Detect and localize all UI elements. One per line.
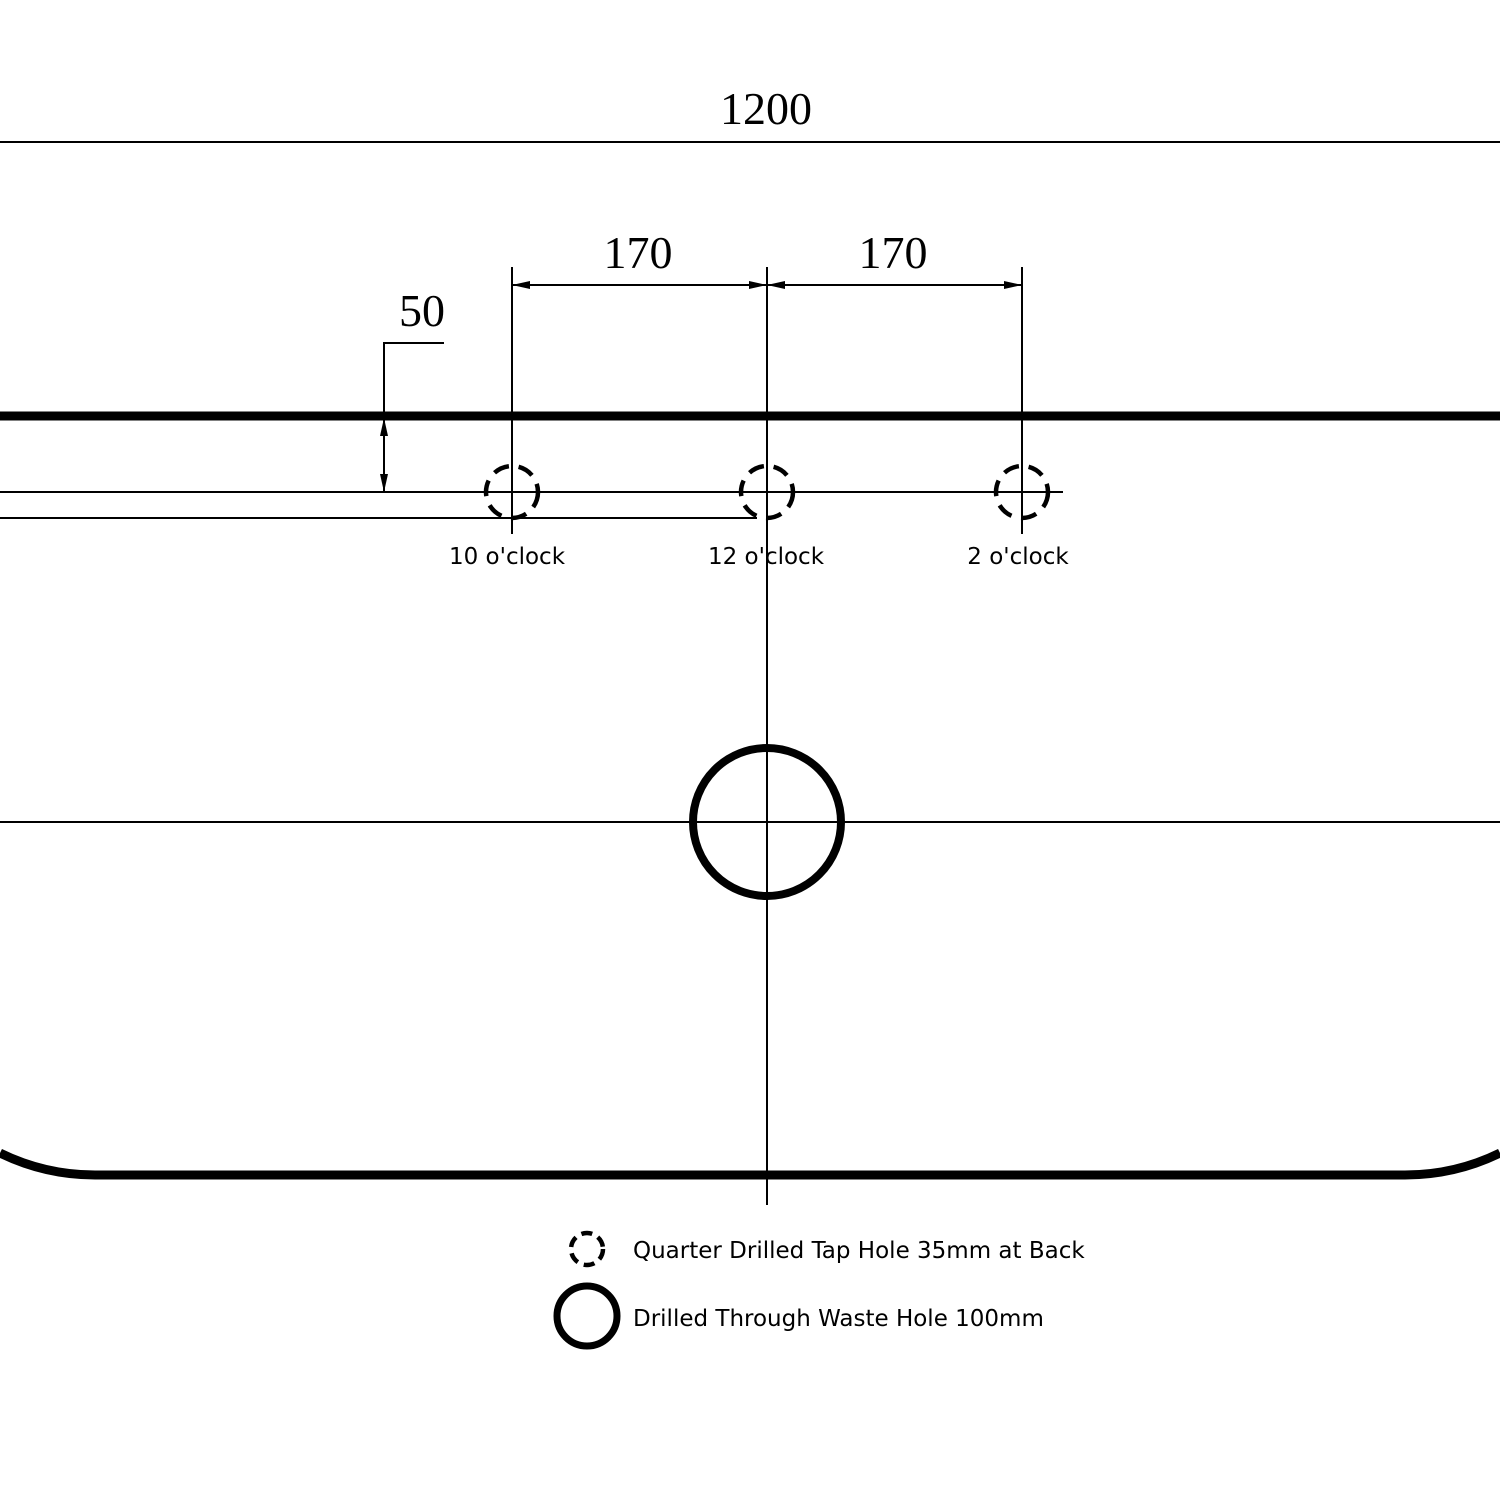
tap-hole-label: 10 o'clock [449, 544, 566, 570]
tap-hole-label: 12 o'clock [708, 544, 825, 570]
basin-front-edge [0, 1148, 1500, 1180]
tap-hole-12-oclock: 12 o'clock [708, 463, 825, 570]
spacing-left-label: 170 [604, 227, 673, 278]
waste-hole-circle-icon [689, 744, 845, 900]
tap-spacing-dimensions: 170 170 [511, 227, 1023, 1205]
dashed-circle-icon [483, 463, 541, 521]
spacing-right-label: 170 [859, 227, 928, 278]
spacing-left-arrow-start [512, 281, 530, 289]
legend: Quarter Drilled Tap Hole 35mm at Back Dr… [553, 1230, 1085, 1350]
legend-tap-hole-label: Quarter Drilled Tap Hole 35mm at Back [633, 1238, 1085, 1264]
legend-waste-hole-label: Drilled Through Waste Hole 100mm [633, 1306, 1044, 1332]
dashed-circle-icon [738, 463, 796, 521]
dashed-circle-icon [993, 463, 1051, 521]
spacing-left-arrow-end [749, 281, 767, 289]
tap-hole-2-oclock: 2 o'clock [967, 463, 1069, 570]
legend-item-tap-hole: Quarter Drilled Tap Hole 35mm at Back [568, 1230, 1085, 1268]
offset-leader-line [383, 342, 444, 492]
spacing-right-arrow-end [1004, 281, 1022, 289]
offset-label: 50 [399, 285, 445, 336]
tap-holes: 10 o'clock 12 o'clock 2 o'clock [449, 463, 1069, 570]
basin-outline [0, 411, 1500, 1180]
solid-circle-icon [553, 1282, 621, 1350]
tap-hole-10-oclock: 10 o'clock [449, 463, 566, 570]
waste-hole [0, 744, 1500, 900]
overall-width-dimension: 1200 [0, 83, 1500, 143]
legend-item-waste-hole: Drilled Through Waste Hole 100mm [553, 1282, 1044, 1350]
overall-width-label: 1200 [720, 83, 812, 134]
tap-offset-dimension: 50 [380, 285, 445, 492]
tap-hole-label: 2 o'clock [967, 544, 1069, 570]
offset-arrow-bottom [380, 474, 388, 492]
spacing-right-arrow-start [767, 281, 785, 289]
tap-centre-lines [0, 491, 1063, 519]
dashed-circle-icon [568, 1230, 606, 1268]
offset-arrow-top [380, 418, 388, 436]
